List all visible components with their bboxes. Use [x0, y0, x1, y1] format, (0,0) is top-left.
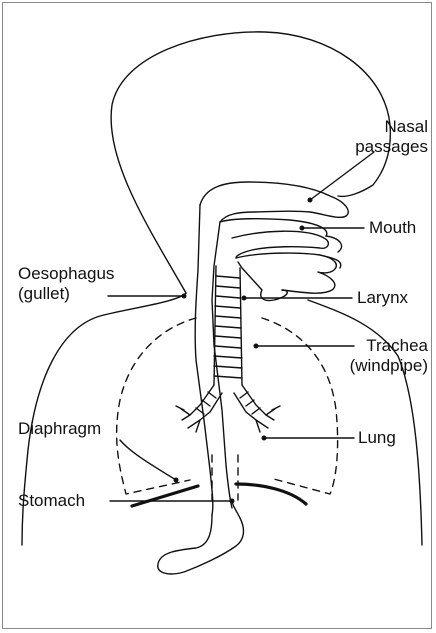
- diaphragm-left: [132, 486, 198, 506]
- label-lung: Lung: [358, 428, 396, 448]
- label-nasal-line1: Nasal: [308, 117, 428, 137]
- trachea-leader-dot: [254, 344, 259, 349]
- label-trachea: Trachea (windpipe): [308, 336, 428, 376]
- trachea-ring-1: [216, 276, 240, 278]
- larynx-leader-dot: [242, 296, 247, 301]
- lung-leader-dot: [262, 436, 267, 441]
- trachea-ring-4: [215, 306, 240, 308]
- stomach-leader-dot: [230, 499, 235, 504]
- trachea: [214, 266, 242, 385]
- mouth-leader-dot: [300, 226, 305, 231]
- pharynx: [195, 205, 213, 515]
- stomach: [158, 500, 244, 574]
- mouth-jaw: [236, 253, 336, 293]
- trachea-ring-10: [214, 366, 242, 368]
- label-trachea-line2: (windpipe): [308, 356, 428, 376]
- label-oesophagus-line1: Oesophagus: [18, 264, 114, 284]
- nasal-leader-dot: [308, 198, 313, 203]
- diaphragm-leader-dot: [174, 478, 179, 483]
- label-diaphragm: Diaphragm: [18, 419, 101, 439]
- trachea-ring-5: [215, 316, 241, 318]
- trachea-ring-8: [215, 346, 241, 348]
- label-oesophagus-line2: (gullet): [18, 284, 114, 304]
- trachea-ring-9: [214, 356, 242, 358]
- diaphragm-leader: [120, 440, 176, 480]
- trachea-ring-3: [216, 296, 240, 298]
- label-larynx: Larynx: [357, 288, 408, 308]
- label-mouth: Mouth: [369, 218, 416, 238]
- oesophagus-leader-dot: [182, 294, 187, 299]
- trachea-ring-6: [215, 326, 241, 328]
- label-nasal-line2: passages: [308, 137, 428, 157]
- label-nasal-passages: Nasal passages: [308, 117, 428, 157]
- bronchi: [176, 385, 280, 432]
- head-outline: [111, 32, 390, 293]
- left-bronchioles: [176, 406, 200, 432]
- trachea-ring-2: [216, 286, 240, 288]
- label-oesophagus: Oesophagus (gullet): [18, 264, 114, 304]
- trachea-ring-7: [215, 336, 241, 338]
- label-trachea-line1: Trachea: [308, 336, 428, 356]
- label-stomach: Stomach: [18, 491, 85, 511]
- right-bronchioles: [256, 406, 280, 432]
- lips-chin: [320, 236, 342, 268]
- diaphragm-right: [236, 484, 306, 504]
- nasal-leader: [310, 152, 374, 200]
- larynx-shape: [238, 262, 287, 301]
